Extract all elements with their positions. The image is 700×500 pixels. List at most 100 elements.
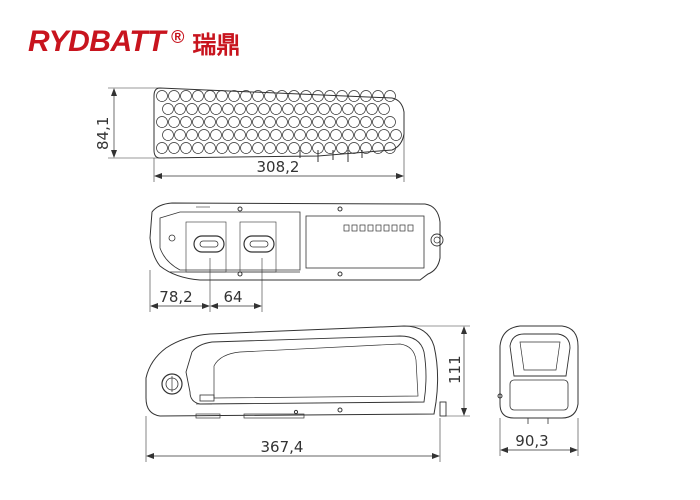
battery-cells bbox=[156, 90, 402, 154]
dim-pcb bbox=[149, 258, 263, 312]
cell bbox=[216, 90, 228, 102]
cell bbox=[318, 103, 330, 115]
cell bbox=[168, 90, 180, 102]
pcb-pin bbox=[359, 224, 366, 232]
dim-cells-width bbox=[153, 134, 405, 182]
cell bbox=[198, 129, 210, 141]
cell bbox=[354, 129, 366, 141]
pack-terminals bbox=[299, 150, 363, 162]
cell bbox=[360, 116, 372, 128]
cell bbox=[330, 103, 342, 115]
cell bbox=[186, 103, 198, 115]
cell bbox=[168, 142, 180, 154]
case-outline bbox=[145, 325, 439, 417]
cell bbox=[192, 142, 204, 154]
cell bbox=[168, 116, 180, 128]
cell bbox=[324, 142, 336, 154]
pcb-pin bbox=[399, 224, 406, 232]
open-case-outline bbox=[149, 202, 441, 281]
cell bbox=[348, 116, 360, 128]
pcb-pin bbox=[367, 224, 374, 232]
cell bbox=[204, 142, 216, 154]
cell bbox=[360, 142, 372, 154]
dim-case-length bbox=[145, 416, 441, 462]
label-case-length: 367,4 bbox=[261, 438, 304, 456]
case-side-view bbox=[145, 325, 470, 462]
cell bbox=[324, 90, 336, 102]
cell bbox=[174, 103, 186, 115]
cell bbox=[252, 116, 264, 128]
cell bbox=[330, 129, 342, 141]
end-outline bbox=[499, 325, 579, 419]
cell bbox=[258, 103, 270, 115]
cell bbox=[156, 90, 168, 102]
cell bbox=[240, 90, 252, 102]
cell bbox=[324, 116, 336, 128]
cell bbox=[336, 116, 348, 128]
cell bbox=[216, 142, 228, 154]
cell bbox=[156, 116, 168, 128]
cell bbox=[276, 90, 288, 102]
label-case-width: 90,3 bbox=[515, 432, 548, 450]
cell bbox=[366, 103, 378, 115]
dim-cells-height bbox=[108, 87, 160, 159]
cell bbox=[372, 116, 384, 128]
dim-case-width bbox=[499, 418, 579, 456]
cell bbox=[180, 142, 192, 154]
dim-case-height bbox=[404, 325, 470, 417]
pcb-pins bbox=[343, 224, 414, 232]
cell bbox=[270, 129, 282, 141]
cell bbox=[372, 90, 384, 102]
pcb-pin bbox=[391, 224, 398, 232]
cell bbox=[240, 142, 252, 154]
cell bbox=[228, 116, 240, 128]
cell bbox=[288, 142, 300, 154]
cell bbox=[384, 116, 396, 128]
cell bbox=[318, 129, 330, 141]
pcb-pin bbox=[383, 224, 390, 232]
cell bbox=[216, 116, 228, 128]
cell bbox=[288, 116, 300, 128]
rydbatt-logo: RYDBATT ® 瑞鼎 bbox=[28, 22, 240, 62]
cell bbox=[210, 129, 222, 141]
cell bbox=[246, 129, 258, 141]
case-end-view bbox=[497, 325, 579, 456]
label-case-height: 111 bbox=[446, 355, 464, 384]
cell bbox=[192, 116, 204, 128]
cell bbox=[360, 90, 372, 102]
cell bbox=[270, 103, 282, 115]
cell bbox=[336, 90, 348, 102]
cell bbox=[162, 103, 174, 115]
cell bbox=[312, 90, 324, 102]
cell bbox=[294, 103, 306, 115]
cell bbox=[162, 129, 174, 141]
cell bbox=[276, 116, 288, 128]
pcb-pin bbox=[407, 224, 414, 232]
cell bbox=[306, 103, 318, 115]
label-pcb-gap: 64 bbox=[223, 288, 242, 306]
cell bbox=[300, 142, 312, 154]
cell bbox=[210, 103, 222, 115]
cell bbox=[252, 90, 264, 102]
cell bbox=[234, 129, 246, 141]
cell bbox=[156, 142, 168, 154]
logo-chinese-name: 瑞鼎 bbox=[192, 30, 241, 59]
cell bbox=[264, 142, 276, 154]
cell bbox=[222, 129, 234, 141]
open-case-view bbox=[149, 202, 444, 312]
cell bbox=[282, 129, 294, 141]
cell bbox=[186, 129, 198, 141]
pcb-pin bbox=[343, 224, 350, 232]
connector-left bbox=[193, 235, 225, 253]
cell bbox=[222, 103, 234, 115]
cell bbox=[312, 116, 324, 128]
cell bbox=[300, 116, 312, 128]
cell bbox=[384, 90, 396, 102]
cell bbox=[354, 103, 366, 115]
cell bbox=[174, 129, 186, 141]
cell bbox=[228, 90, 240, 102]
cell bbox=[384, 142, 396, 154]
cell bbox=[264, 116, 276, 128]
lock-icon bbox=[161, 373, 183, 395]
connector-right bbox=[243, 235, 275, 253]
